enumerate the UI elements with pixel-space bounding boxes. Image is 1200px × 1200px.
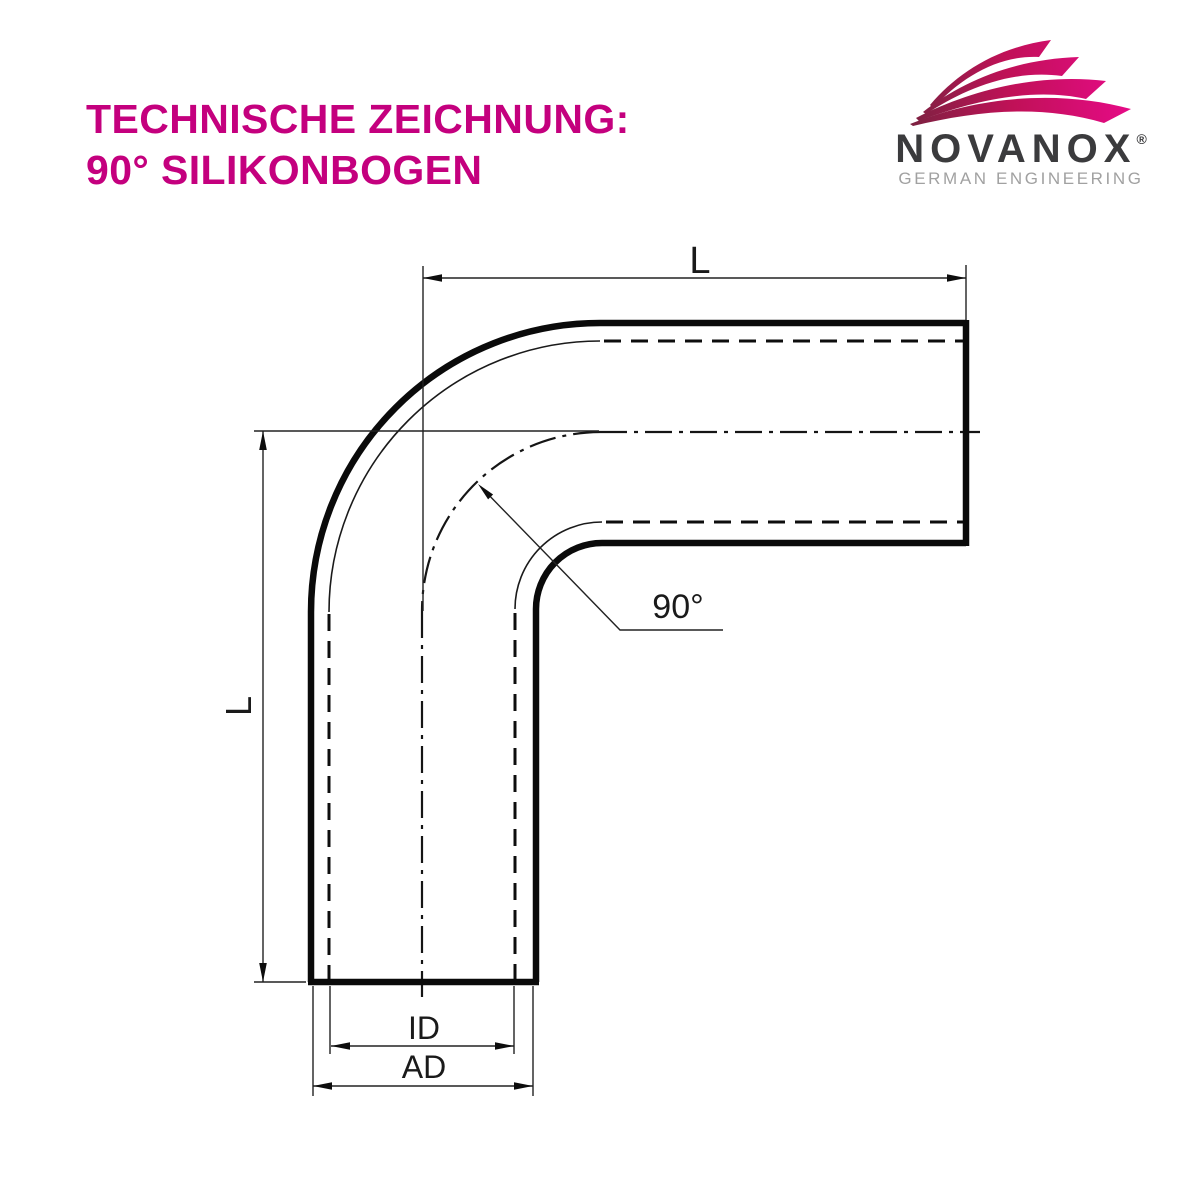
arrow-ad-right	[514, 1082, 533, 1090]
bend-centerline-arc	[420, 430, 601, 612]
dimension-arrowheads	[259, 274, 966, 1090]
label-outer-diameter: AD	[402, 1049, 446, 1085]
label-inner-diameter: ID	[408, 1010, 440, 1046]
arrow-id-right	[495, 1042, 514, 1050]
arrow-length-vertical-bottom	[259, 963, 267, 982]
swoosh-stripe-1	[930, 40, 1051, 108]
outer-bend-inner-wall-arc	[328, 340, 601, 613]
pipe-outline	[307, 319, 970, 986]
pipe-inner-contour	[532, 539, 966, 982]
angle-leader-line	[480, 486, 723, 631]
swoosh-stripe-2	[923, 57, 1079, 114]
logo-tagline: GERMAN ENGINEERING	[898, 169, 1144, 188]
label-angle: 90°	[652, 588, 703, 626]
arrow-ad-left	[313, 1082, 332, 1090]
dimension-lines	[254, 265, 967, 1096]
page-title-line2: 90° SILIKONBOGEN	[86, 147, 483, 193]
bend-wall-arcs	[328, 340, 603, 613]
arrow-angle-leader	[478, 484, 494, 500]
centerlines	[420, 430, 980, 997]
logo-name-text: NOVANOX	[895, 127, 1137, 171]
swoosh-stripe-3	[916, 78, 1106, 121]
page-title: TECHNISCHE ZEICHNUNG: 90° SILIKONBOGEN	[86, 94, 630, 196]
registered-trademark-icon: ®	[1136, 131, 1147, 147]
pipe-outer-contour	[307, 319, 966, 982]
label-length-vertical: L	[218, 696, 259, 716]
logo-swoosh-icon	[910, 40, 1131, 126]
swoosh-stripe-4	[910, 97, 1131, 126]
label-length-horizontal: L	[689, 240, 710, 282]
page-title-line1: TECHNISCHE ZEICHNUNG:	[86, 96, 630, 142]
arrow-length-vertical-top	[259, 431, 267, 450]
logo-wordmark: NOVANOX®	[890, 127, 1152, 172]
hidden-inner-wall-lines	[327, 339, 963, 979]
arrow-length-horizontal-left	[423, 274, 442, 282]
arrow-id-left	[331, 1042, 350, 1050]
arrow-length-horizontal-right	[947, 274, 966, 282]
